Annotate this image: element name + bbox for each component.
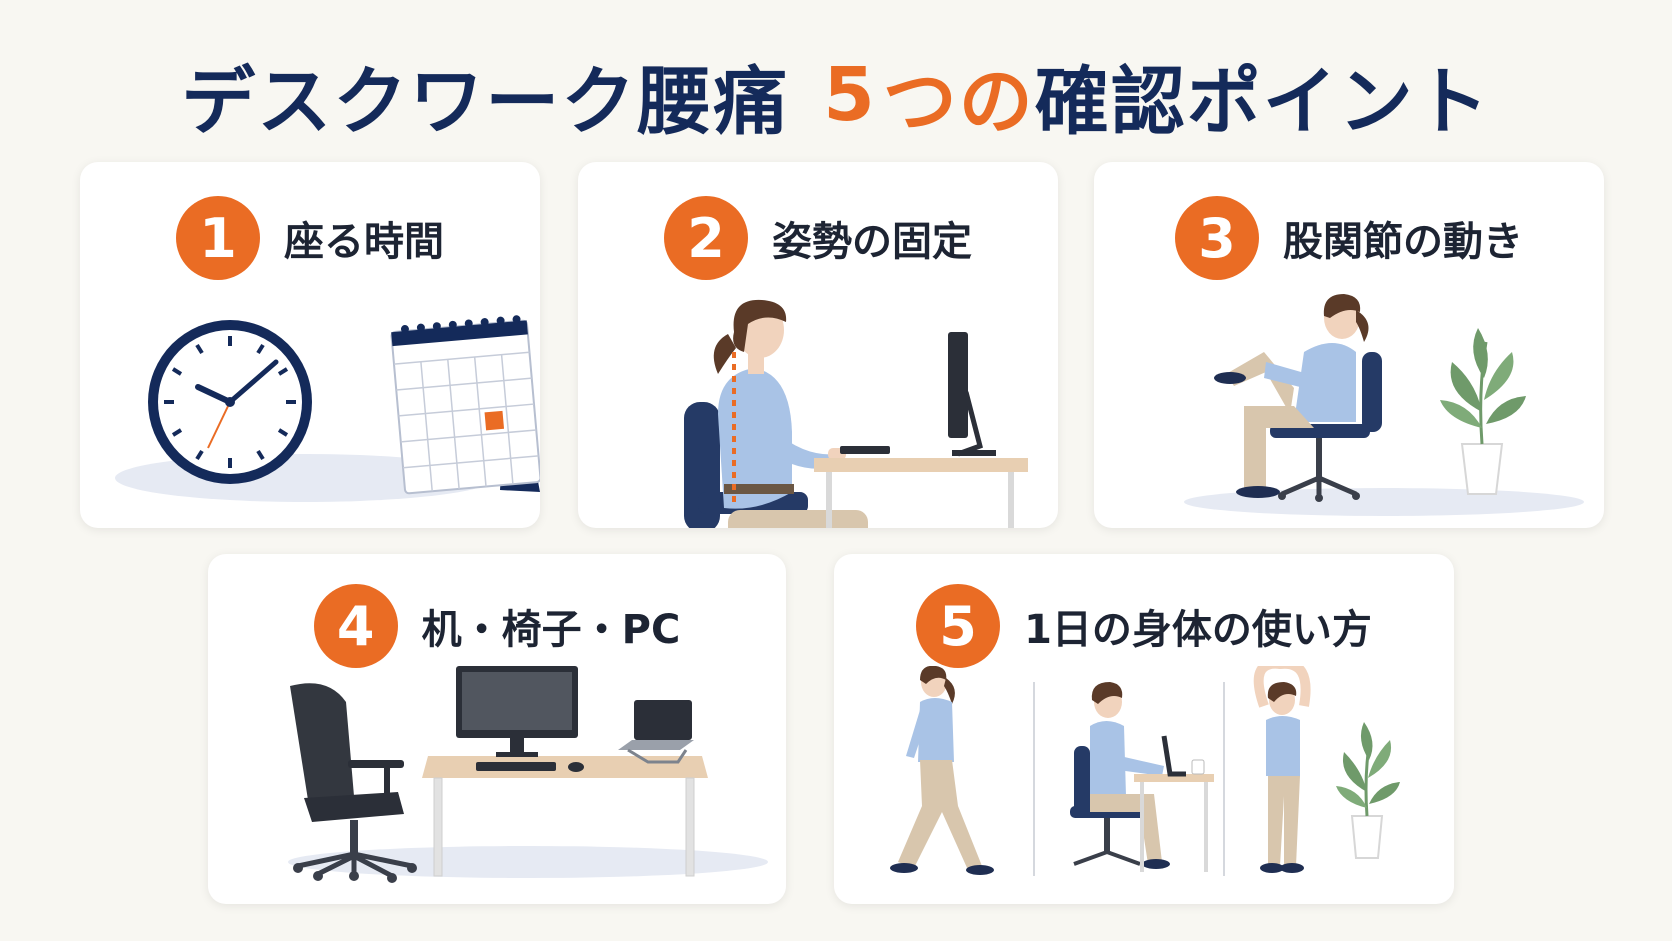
card-header: 2 姿勢の固定 xyxy=(578,196,1058,280)
walking-person-icon xyxy=(890,666,994,875)
card-fixed-posture: 2 姿勢の固定 xyxy=(578,162,1058,528)
desk-icon xyxy=(422,756,708,877)
card-title: 股関節の動き xyxy=(1283,219,1523,265)
seated-working-person-icon xyxy=(1070,682,1214,872)
desk-icon xyxy=(814,446,1028,528)
mouse-icon xyxy=(568,762,584,772)
card-daily-body-use: 5 1日の身体の使い方 xyxy=(834,554,1454,904)
seated-person-icon xyxy=(1214,294,1369,498)
laptop-icon xyxy=(618,700,694,764)
number-badge: 2 xyxy=(664,196,748,280)
title-accent: つの xyxy=(882,58,1035,145)
number-badge: 5 xyxy=(916,584,1001,668)
daily-routine-illustration xyxy=(890,666,1400,876)
floor-shadow xyxy=(288,846,768,878)
card-hip-movement: 3 股関節の動き xyxy=(1094,162,1604,528)
card-title: 座る時間 xyxy=(284,219,444,265)
title-number: 5 xyxy=(823,52,877,138)
seated-person-icon xyxy=(713,299,868,528)
keyboard-icon xyxy=(476,762,556,771)
clock-icon xyxy=(148,320,312,484)
hip-stretch-illustration xyxy=(1184,294,1584,516)
card-sitting-time: 1 座る時間 xyxy=(80,162,540,528)
office-chair-icon xyxy=(1270,352,1382,502)
mug-icon xyxy=(1191,759,1205,775)
monitor-icon xyxy=(456,666,578,757)
potted-plant-icon xyxy=(1336,722,1400,859)
card-header: 5 1日の身体の使い方 xyxy=(834,584,1454,668)
calendar-icon xyxy=(390,315,540,495)
mesh-chair-icon xyxy=(290,683,417,883)
card-desk-chair-pc: 4 机・椅子・PC xyxy=(208,554,786,904)
clock-calendar-illustration xyxy=(115,315,540,502)
number-badge: 3 xyxy=(1175,196,1259,280)
potted-plant-icon xyxy=(1440,328,1526,495)
card-header: 1 座る時間 xyxy=(80,196,540,280)
monitor-icon xyxy=(948,332,996,457)
card-title: 1日の身体の使い方 xyxy=(1024,607,1372,653)
number-badge: 1 xyxy=(176,196,260,280)
stretching-person-icon xyxy=(1253,666,1311,873)
card-title: 姿勢の固定 xyxy=(772,219,972,265)
title-suffix: 確認ポイント xyxy=(1034,58,1491,145)
card-header: 4 机・椅子・PC xyxy=(208,584,786,668)
workstation-illustration xyxy=(288,666,768,883)
posture-illustration xyxy=(684,299,1028,528)
card-header: 3 股関節の動き xyxy=(1094,196,1604,280)
title-main: デスクワーク腰痛 xyxy=(181,58,790,145)
card-title: 机・椅子・PC xyxy=(421,607,681,653)
page-title: デスクワーク腰痛 5 つの 確認ポイント xyxy=(0,40,1672,150)
number-badge: 4 xyxy=(313,584,398,668)
